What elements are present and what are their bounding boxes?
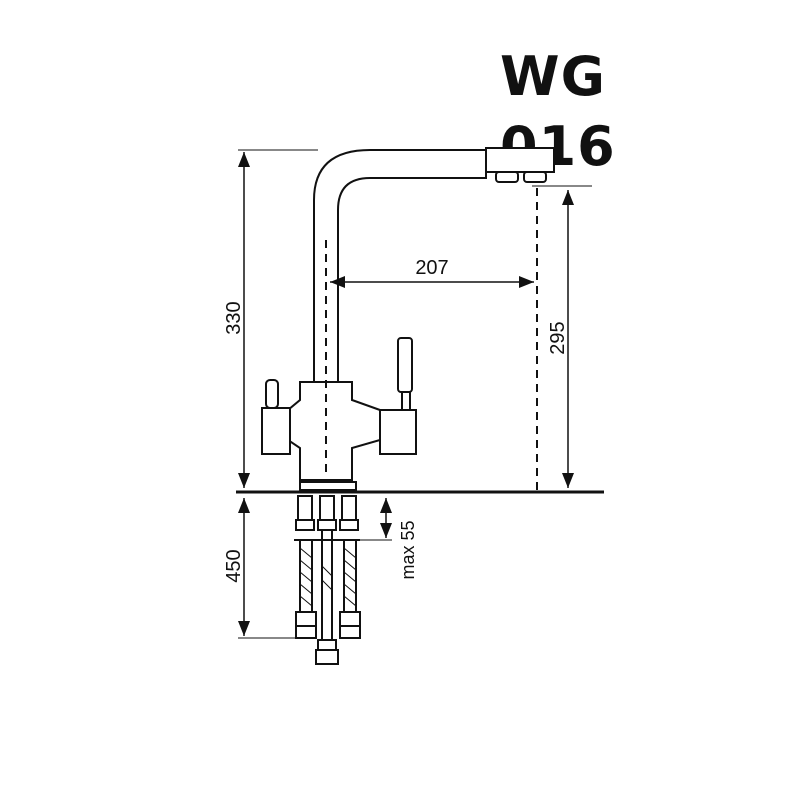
dim-330-label: 330 bbox=[223, 301, 245, 334]
dim-450-label: 450 bbox=[223, 549, 245, 582]
dim-207-label: 207 bbox=[415, 257, 448, 279]
supply-hoses bbox=[294, 495, 361, 665]
faucet-body bbox=[261, 147, 555, 491]
dim-max55-label: max 55 bbox=[398, 520, 418, 579]
product-title: WG 016 bbox=[500, 45, 616, 178]
hose-braid bbox=[299, 547, 357, 607]
dim-295-label: 295 bbox=[547, 321, 569, 354]
